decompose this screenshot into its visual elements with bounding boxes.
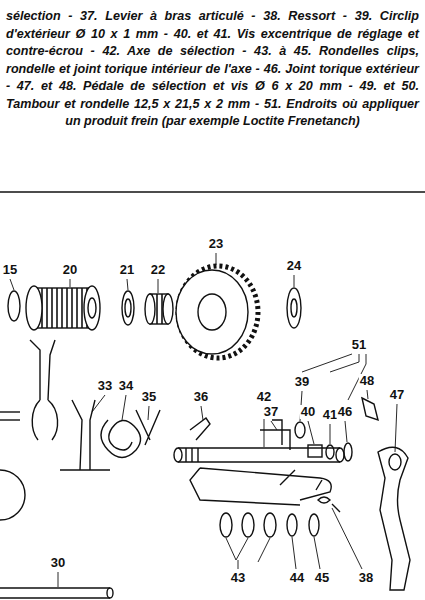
callout-number: 46 — [337, 405, 353, 419]
callout-number: 30 — [50, 556, 66, 570]
callout-number: 35 — [141, 390, 157, 404]
callout-number: 36 — [193, 390, 209, 404]
callout-number: 44 — [289, 571, 305, 585]
callout-number: 43 — [230, 571, 246, 585]
callout-number: 41 — [322, 408, 338, 422]
callout-number: 23 — [208, 237, 224, 251]
callout-number: 33 — [97, 379, 113, 393]
callout-number: 39 — [294, 375, 310, 389]
callout-number: 42 — [256, 390, 272, 404]
callout-number: 22 — [150, 263, 166, 277]
callout-number: 48 — [359, 374, 375, 388]
callout-number: 20 — [62, 263, 78, 277]
callout-number: 47 — [389, 388, 405, 402]
callout-number: 37 — [263, 405, 279, 419]
callout-number: 24 — [286, 259, 302, 273]
callout-number: 21 — [119, 263, 135, 277]
callout-number: 51 — [351, 338, 367, 352]
callout-number: 40 — [300, 405, 316, 419]
callout-number: 38 — [358, 571, 374, 585]
callout-number: 34 — [118, 379, 134, 393]
caption-text: sélection - 37. Levier à bras articulé -… — [6, 8, 419, 131]
callout-number: 45 — [314, 571, 330, 585]
callout-number: 15 — [2, 263, 18, 277]
